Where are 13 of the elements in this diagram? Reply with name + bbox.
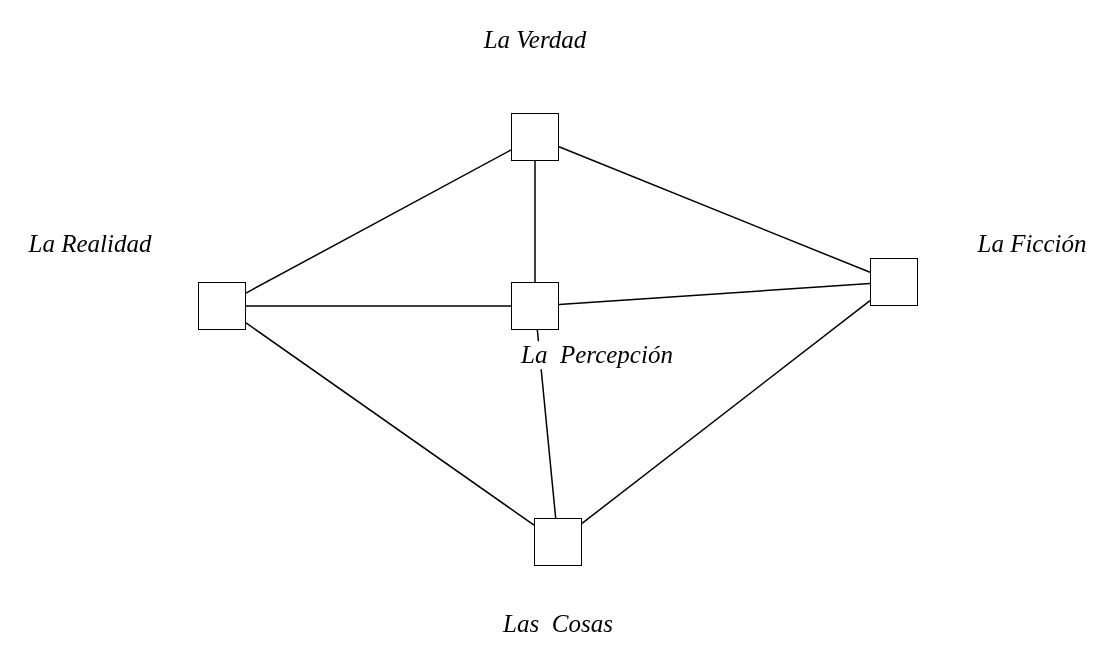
- connector-line: [558, 145, 871, 274]
- square-node: [511, 113, 559, 161]
- square-node: [198, 282, 246, 330]
- connector-line: [534, 160, 536, 283]
- connector-line: [245, 322, 535, 526]
- connector-line: [581, 299, 871, 525]
- square-node: [511, 282, 559, 330]
- connector-line: [558, 282, 871, 306]
- square-node: [870, 258, 918, 306]
- square-node: [534, 518, 582, 566]
- node-caption: La Percepción: [521, 341, 673, 369]
- connector-line: [245, 305, 512, 307]
- connector-line: [245, 149, 512, 294]
